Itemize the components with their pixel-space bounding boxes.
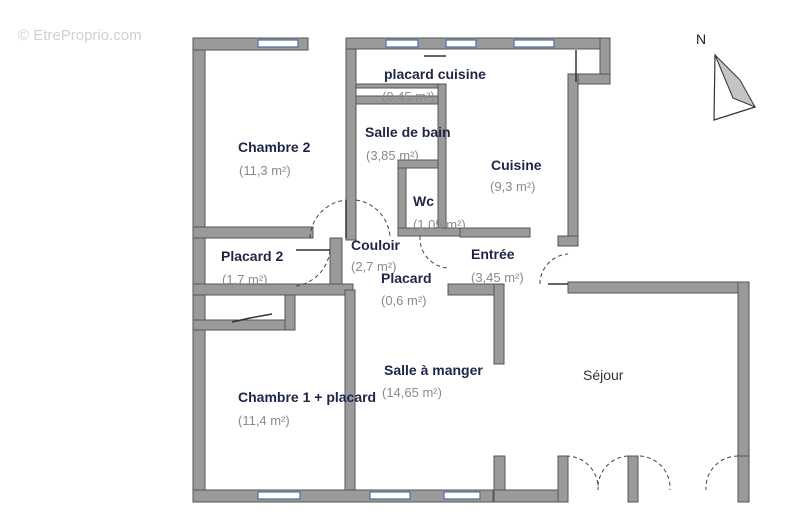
room-placard-cuisine: placard cuisine (0,45 m²) bbox=[382, 66, 486, 104]
room-area: (2,7 m²) bbox=[351, 259, 397, 274]
room-area: (0,45 m²) bbox=[382, 89, 435, 104]
room-name: Séjour bbox=[583, 367, 624, 383]
room-name: placard cuisine bbox=[384, 66, 486, 82]
room-placard: Placard (0,6 m²) bbox=[381, 270, 432, 308]
room-salle-de-bain: Salle de bain (3,85 m²) bbox=[365, 124, 451, 163]
room-area: (1,05 m²) bbox=[413, 217, 466, 232]
room-name: Entrée bbox=[471, 246, 515, 262]
room-cuisine: Cuisine (9,3 m²) bbox=[490, 157, 542, 194]
room-name: Salle de bain bbox=[365, 124, 451, 140]
room-name: Chambre 2 bbox=[238, 139, 311, 155]
watermark: © EtreProprio.com bbox=[18, 27, 142, 44]
room-area: (14,65 m²) bbox=[382, 385, 442, 400]
room-name: Wc bbox=[413, 193, 434, 209]
room-area: (1,7 m²) bbox=[222, 272, 268, 287]
north-label: N bbox=[696, 31, 706, 47]
room-name: Chambre 1 + placard bbox=[238, 389, 376, 405]
room-area: (9,3 m²) bbox=[490, 179, 536, 194]
room-chambre-1: Chambre 1 + placard (11,4 m²) bbox=[238, 389, 376, 428]
room-name: Couloir bbox=[351, 237, 401, 253]
room-salle-a-manger: Salle à manger (14,65 m²) bbox=[382, 362, 483, 400]
room-placard-2: Placard 2 (1,7 m²) bbox=[221, 248, 283, 287]
room-name: Salle à manger bbox=[384, 362, 483, 378]
north-compass-icon: N bbox=[696, 31, 757, 121]
room-area: (11,3 m²) bbox=[239, 163, 291, 178]
room-area: (11,4 m²) bbox=[238, 413, 290, 428]
room-area: (0,6 m²) bbox=[381, 293, 427, 308]
room-name: Cuisine bbox=[491, 157, 542, 173]
room-entree: Entrée (3,45 m²) bbox=[471, 246, 524, 285]
room-area: (3,85 m²) bbox=[366, 148, 419, 163]
room-sejour: Séjour bbox=[583, 367, 624, 383]
room-area: (3,45 m²) bbox=[471, 270, 524, 285]
room-wc: Wc (1,05 m²) bbox=[413, 193, 466, 232]
room-name: Placard bbox=[381, 270, 432, 286]
doors bbox=[231, 50, 739, 491]
room-chambre-2: Chambre 2 (11,3 m²) bbox=[238, 139, 311, 178]
room-couloir: Couloir (2,7 m²) bbox=[351, 237, 401, 274]
windows bbox=[257, 39, 555, 500]
room-name: Placard 2 bbox=[221, 248, 283, 264]
